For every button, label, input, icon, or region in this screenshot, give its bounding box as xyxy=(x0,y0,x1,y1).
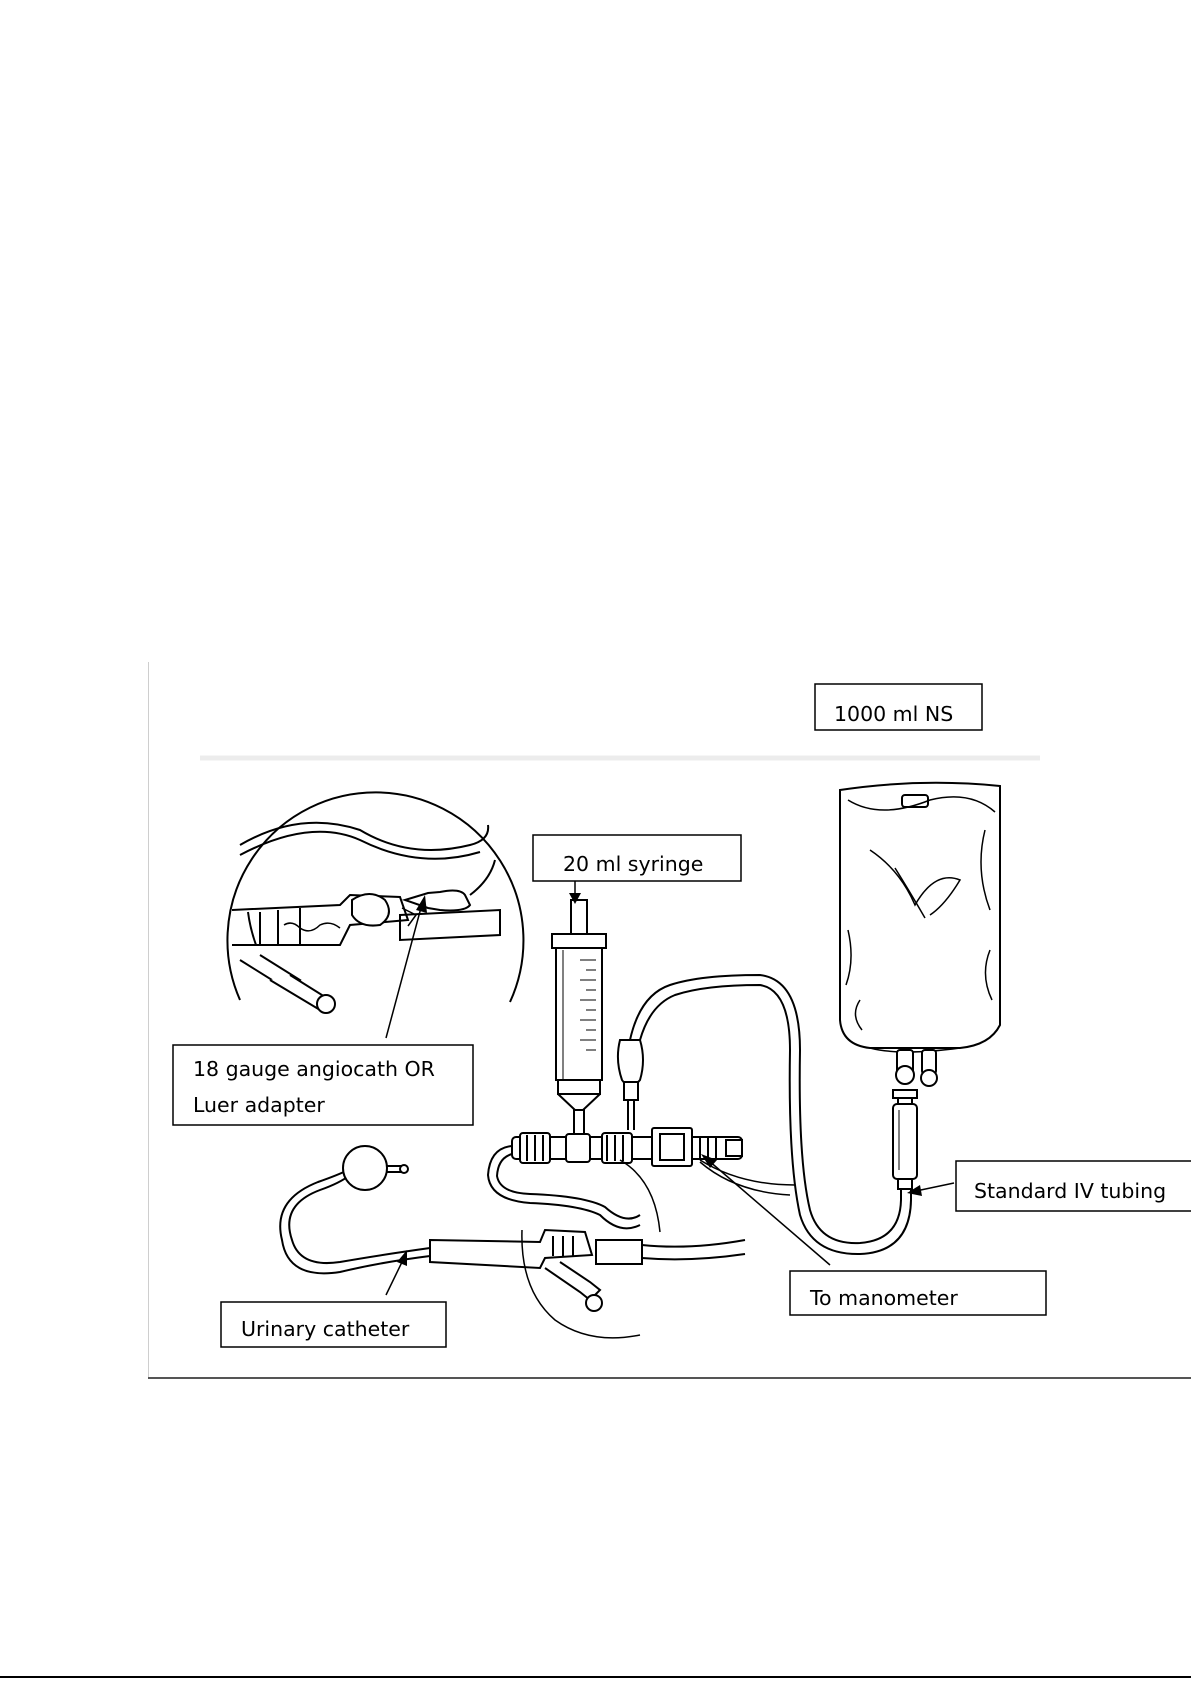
iv-bag-illustration xyxy=(840,783,1000,1189)
label-iv-bag-box: 1000 ml NS xyxy=(815,684,982,730)
angiocath-arrow-line xyxy=(386,904,422,1038)
urinary-catheter-illustration xyxy=(280,1146,745,1311)
label-iv-tubing-box: Standard IV tubing xyxy=(956,1161,1191,1211)
setup-diagram: 1000 ml NS 20 ml syringe 18 gauge angioc… xyxy=(148,662,1191,1380)
label-manometer: To manometer xyxy=(809,1286,958,1310)
label-iv-bag: 1000 ml NS xyxy=(834,702,953,726)
label-catheter: Urinary catheter xyxy=(241,1317,410,1341)
catheter-arrow-line xyxy=(386,1260,403,1295)
detail-circle-top xyxy=(227,792,523,1013)
label-syringe: 20 ml syringe xyxy=(563,852,703,876)
label-syringe-box: 20 ml syringe xyxy=(533,835,741,881)
label-angiocath-box: 18 gauge angiocath OR Luer adapter xyxy=(173,1045,473,1125)
page-bottom-rule xyxy=(0,1676,1191,1678)
label-iv-tubing: Standard IV tubing xyxy=(974,1179,1166,1203)
stopcock-manifold xyxy=(512,1128,795,1195)
label-angiocath-line1: 18 gauge angiocath OR xyxy=(193,1057,435,1081)
label-manometer-box: To manometer xyxy=(790,1271,1046,1315)
label-catheter-box: Urinary catheter xyxy=(221,1302,446,1347)
iv-tubing-arrow-line xyxy=(916,1183,954,1191)
figure-frame: 1000 ml NS 20 ml syringe 18 gauge angioc… xyxy=(148,662,1191,1380)
iv-tubing-arrowhead xyxy=(907,1185,922,1196)
syringe-illustration xyxy=(552,900,606,1138)
label-angiocath-line2: Luer adapter xyxy=(193,1093,325,1117)
